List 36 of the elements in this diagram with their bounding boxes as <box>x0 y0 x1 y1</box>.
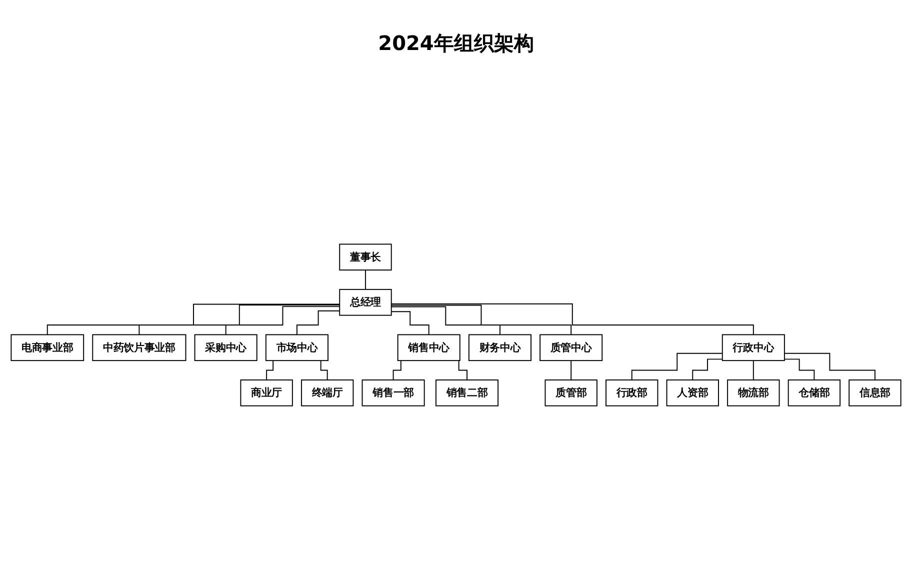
connector <box>296 310 340 336</box>
connector <box>390 306 500 336</box>
connector <box>390 311 430 336</box>
node-box: 销售中心 <box>397 334 460 362</box>
connector <box>225 306 340 336</box>
connector <box>692 358 723 380</box>
node-box: 销售二部 <box>435 379 498 406</box>
node-box: 销售一部 <box>362 379 425 406</box>
node-box: 商业厅 <box>240 379 293 406</box>
node-box: 终端厅 <box>301 379 354 406</box>
connector <box>390 304 572 336</box>
connector <box>752 360 754 380</box>
node-box: 市场中心 <box>265 334 328 362</box>
node-box: 信息部 <box>848 379 902 406</box>
node-box: 财务中心 <box>468 334 532 362</box>
node-box: 总经理 <box>339 288 392 316</box>
node-box: 行政中心 <box>722 334 785 362</box>
chart-title: 2024年组织架构 <box>377 30 535 57</box>
connector <box>570 360 572 380</box>
node-box: 电商事业部 <box>10 334 84 362</box>
connector <box>784 358 815 380</box>
node-box: 董事长 <box>339 244 392 271</box>
node-box: 中药饮片事业部 <box>92 334 186 362</box>
connector <box>631 352 723 380</box>
node-box: 行政部 <box>606 379 658 406</box>
node-box: 物流部 <box>727 379 780 406</box>
node-box: 人资部 <box>666 379 719 406</box>
connector <box>784 352 876 380</box>
connector <box>365 270 366 290</box>
node-box: 质管部 <box>544 379 598 406</box>
node-box: 采购中心 <box>194 334 258 362</box>
connector <box>390 303 754 336</box>
node-box: 质管中心 <box>540 334 603 362</box>
connector <box>138 304 340 336</box>
node-box: 仓储部 <box>788 379 841 406</box>
connector <box>46 304 340 336</box>
